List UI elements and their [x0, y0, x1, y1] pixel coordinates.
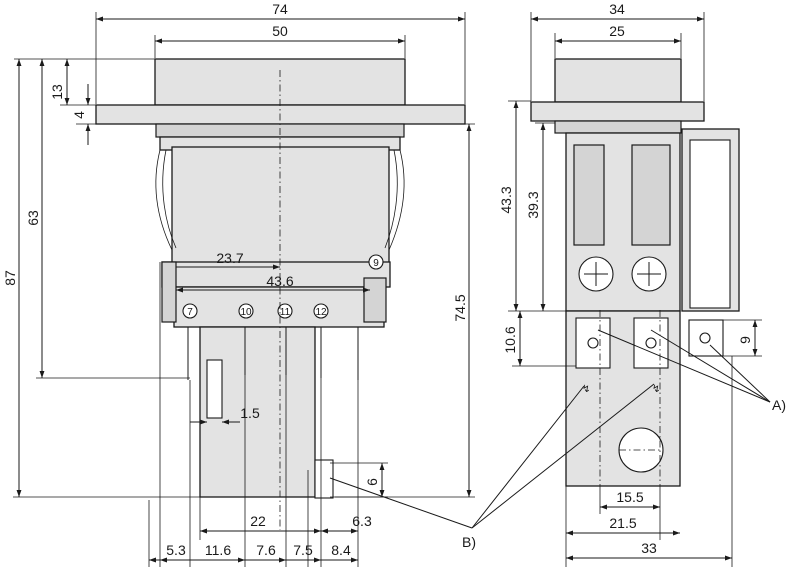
leader-a2: [650, 329, 771, 403]
dim-39-3: 39.3: [525, 191, 541, 218]
dim-43-6: 43.6: [266, 273, 293, 289]
pin-7-marker: [182, 303, 198, 319]
dim-10-6: 10.6: [502, 326, 518, 353]
marker-right: ↯: [652, 384, 660, 395]
dim-4: 4: [71, 111, 87, 119]
dim-6-3: 6.3: [352, 513, 372, 529]
callouts: A) B): [329, 329, 786, 550]
side-view: ↯ ↯ 34 25 43.3 39.3 10.6 9 1: [498, 1, 762, 567]
front-lower-housing: [199, 326, 316, 498]
side-collar: [554, 120, 682, 134]
contact-module-left: [573, 144, 605, 246]
right-ear: [363, 277, 387, 323]
left-latch-spring: [155, 149, 173, 251]
leader-a1: [597, 329, 771, 403]
side-flange: [530, 101, 705, 122]
dim-15-5: 15.5: [616, 489, 643, 505]
pin-10-label: 10: [240, 307, 252, 318]
dim-5-3: 5.3: [166, 542, 186, 558]
leader-a3: [709, 344, 771, 403]
pin-7-label: 7: [187, 307, 193, 318]
leader-b2: [471, 385, 585, 529]
dim-50: 50: [272, 23, 288, 39]
side-bezel: [554, 58, 682, 103]
side-clip-window: [689, 139, 731, 309]
front-window: [206, 359, 223, 419]
dim-11-6: 11.6: [205, 542, 231, 558]
dim-9: 9: [737, 336, 753, 344]
callout-b-label: B): [462, 534, 476, 550]
dim-74-5: 74.5: [452, 294, 468, 321]
dim-23-7: 23.7: [216, 250, 243, 266]
pin-11-label: 11: [280, 307, 291, 318]
contact-module-right: [631, 144, 671, 246]
pin-12-marker: [313, 303, 329, 319]
leader-b3: [471, 383, 655, 529]
dim-25: 25: [609, 23, 625, 39]
pin-10-marker: [238, 303, 254, 319]
dim-13: 13: [49, 84, 65, 100]
dim-43-3: 43.3: [498, 186, 514, 213]
front-bezel: [154, 58, 406, 106]
front-side-tab: [314, 459, 334, 499]
dim-63: 63: [25, 210, 41, 226]
left-ear: [161, 261, 177, 323]
front-body: [171, 146, 390, 276]
dim-33: 33: [641, 540, 657, 556]
front-view: 7 10 11 12 9 74 50 13 4 63 87: [2, 1, 475, 567]
front-flange: [95, 104, 466, 125]
terminal-aux: [688, 319, 724, 357]
dim-87: 87: [2, 270, 18, 286]
right-latch-spring: [388, 149, 405, 251]
marker-left: ↯: [582, 384, 590, 395]
dim-1-5: 1.5: [240, 405, 260, 421]
left-latch-spring-inner: [162, 149, 177, 249]
dim-74: 74: [272, 1, 288, 17]
dim-7-6: 7.6: [256, 542, 276, 558]
pin-12-label: 12: [315, 307, 327, 318]
dim-6: 6: [364, 478, 380, 486]
dim-22: 22: [250, 513, 266, 529]
pin-11-marker: [277, 303, 293, 319]
dim-34: 34: [609, 1, 625, 17]
callout-a-label: A): [772, 397, 786, 413]
leader-b1: [329, 477, 473, 529]
dim-8-4: 8.4: [331, 542, 351, 558]
pin-9-label: 9: [373, 258, 379, 269]
right-latch-spring-inner: [384, 149, 398, 249]
dim-21-5: 21.5: [609, 515, 636, 531]
pin-9-marker: [368, 254, 384, 270]
dim-7-5: 7.5: [293, 542, 313, 558]
